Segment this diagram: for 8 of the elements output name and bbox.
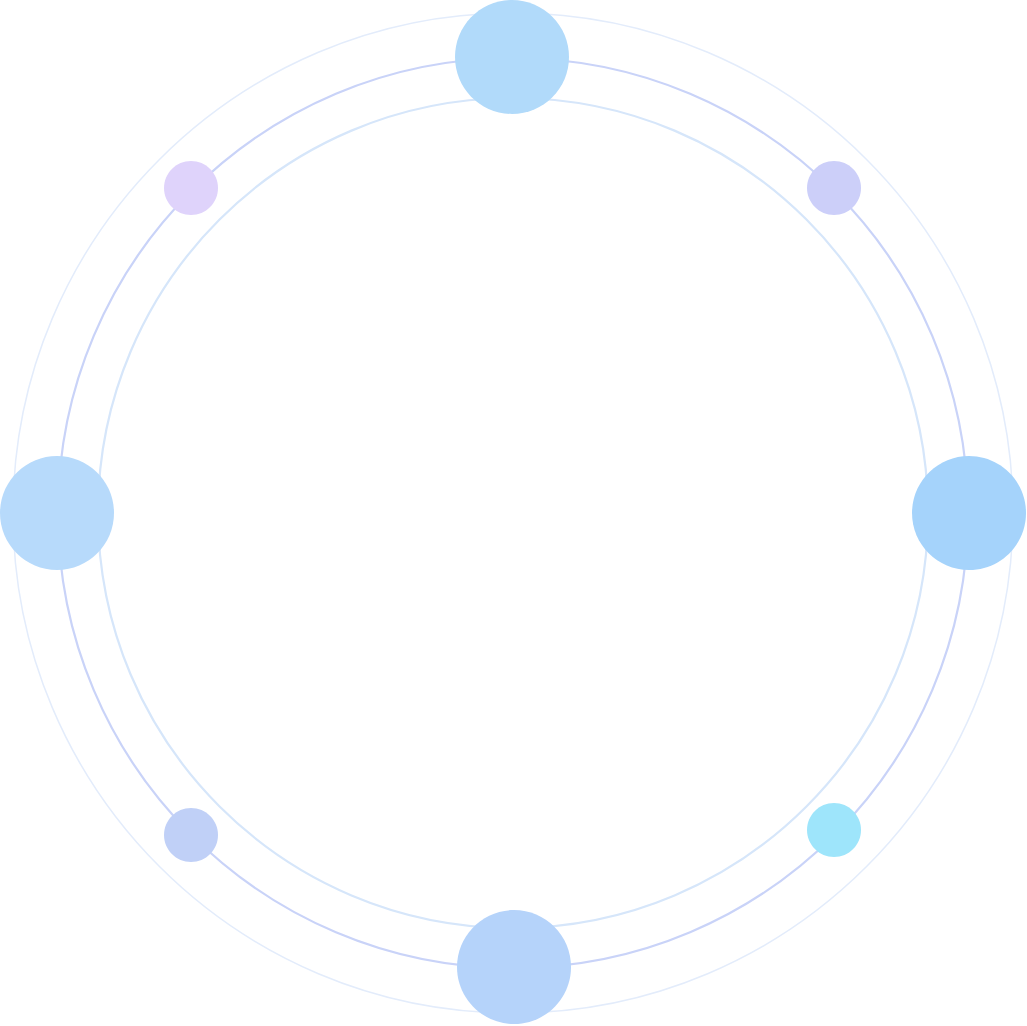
planet-circle (457, 910, 571, 1024)
planet-circle (807, 803, 861, 857)
planet-circle (455, 0, 569, 114)
planet-circle (0, 456, 114, 570)
planet-circle (164, 808, 218, 862)
planet-circle (164, 161, 218, 215)
planet-circle (912, 456, 1026, 570)
planet-circle (807, 161, 861, 215)
